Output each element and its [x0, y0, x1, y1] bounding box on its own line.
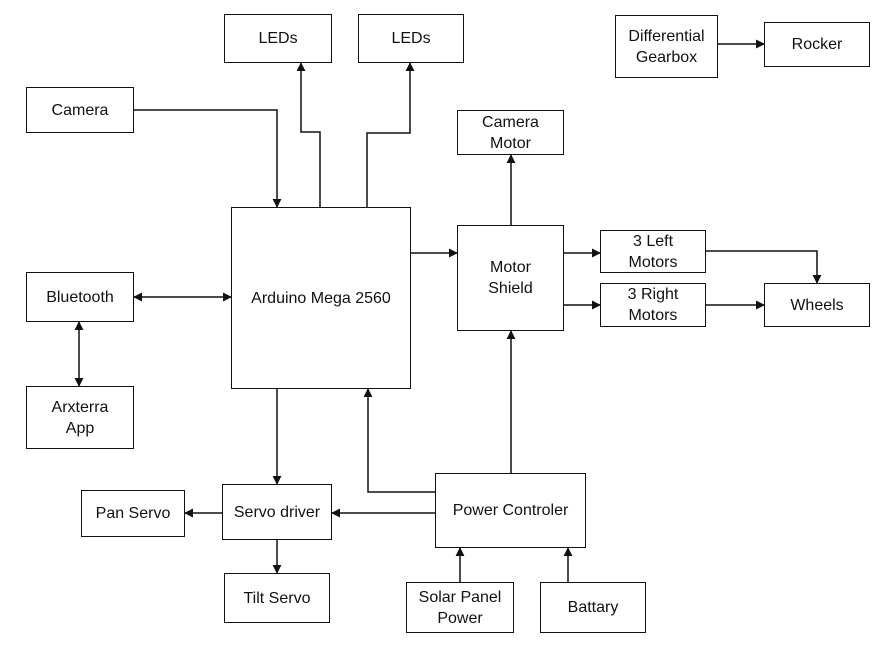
rocker-label: Rocker	[791, 36, 843, 53]
battery-label: Battary	[567, 599, 619, 616]
bluetooth-block: Bluetooth	[26, 272, 134, 322]
power-controller-block: Power Controler	[435, 473, 586, 548]
left-motors-label: 3 Left Motors	[628, 232, 678, 271]
servo-driver-label: Servo driver	[233, 503, 321, 521]
servo-driver-block: Servo driver	[222, 484, 332, 540]
camera-block: Camera	[26, 87, 134, 133]
differential-gearbox-block: Differential Gearbox	[615, 15, 718, 78]
bluetooth-label: Bluetooth	[46, 288, 114, 306]
right-motors-block: 3 Right Motors	[600, 283, 706, 327]
wheels-label: Wheels	[790, 296, 844, 314]
arrow-camera-to-arduino	[134, 109, 282, 208]
motor-shield-label: Motor Shield	[488, 259, 533, 297]
leds-right-block: LEDs	[358, 14, 464, 63]
arxterra-app-label: Arxterra App	[51, 398, 109, 437]
tilt-servo-block: Tilt Servo	[224, 573, 330, 623]
wheels-block: Wheels	[764, 283, 870, 327]
solar-panel-block: Solar Panel Power	[406, 582, 514, 633]
tilt-servo-label: Tilt Servo	[243, 589, 311, 607]
arrow-arduino-to-leds-right	[366, 62, 415, 207]
camera-motor-block: Camera Motor	[457, 110, 564, 155]
right-motors-label: 3 Right Motors	[627, 286, 679, 324]
left-motors-block: 3 Left Motors	[600, 230, 706, 273]
camera-motor-label: Camera Motor	[482, 113, 539, 152]
arxterra-app-block: Arxterra App	[26, 386, 134, 449]
leds-left-label: LEDs	[258, 30, 298, 47]
arrow-power-to-arduino	[363, 388, 435, 493]
arduino-mega-block: Arduino Mega 2560	[231, 207, 411, 389]
camera-label: Camera	[51, 101, 109, 119]
pan-servo-label: Pan Servo	[95, 505, 171, 522]
leds-left-block: LEDs	[224, 14, 332, 63]
solar-panel-label: Solar Panel Power	[418, 588, 502, 627]
power-controller-label: Power Controler	[452, 502, 569, 519]
battery-block: Battary	[540, 582, 646, 633]
differential-gearbox-label: Differential Gearbox	[628, 27, 705, 66]
arduino-mega-label: Arduino Mega 2560	[251, 289, 391, 307]
leds-right-label: LEDs	[391, 30, 431, 47]
arrow-arduino-to-leds-left	[296, 62, 321, 207]
motor-shield-block: Motor Shield	[457, 225, 564, 331]
rocker-block: Rocker	[764, 22, 870, 67]
pan-servo-block: Pan Servo	[81, 490, 185, 537]
arrow-left-motors-to-wheels	[706, 250, 822, 284]
